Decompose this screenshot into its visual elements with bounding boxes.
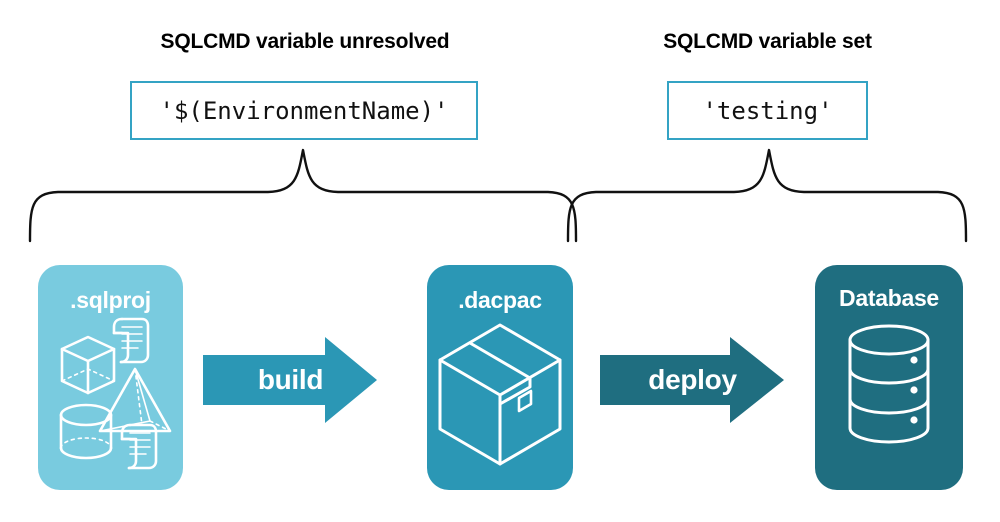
scroll-icon: [120, 423, 158, 470]
cylinder-icon: [59, 403, 113, 460]
card-sqlproj-label: .sqlproj: [70, 287, 151, 313]
section-heading-set: SQLCMD variable set: [663, 30, 872, 53]
section-heading-unresolved: SQLCMD variable unresolved: [160, 30, 450, 53]
package-box-icon: [438, 323, 562, 466]
card-sqlproj[interactable]: .sqlproj: [38, 265, 183, 490]
brace-right-icon: [566, 148, 968, 243]
database-cylinder-icon: [848, 324, 930, 444]
card-dacpac[interactable]: .dacpac: [427, 265, 573, 490]
scroll-icon: [112, 317, 150, 364]
cube-icon: [60, 335, 116, 395]
code-value-box-set: 'testing': [667, 81, 868, 140]
card-dacpac-artwork: [427, 317, 573, 487]
card-sqlproj-artwork: [38, 313, 183, 483]
pyramid-icon: [98, 367, 172, 433]
arrow-right-icon: [203, 337, 377, 423]
brace-left-icon: [28, 148, 578, 243]
arrow-build: [203, 335, 378, 430]
arrow-build-label: build: [257, 364, 324, 395]
brace-set-scope: [566, 148, 968, 248]
arrow-deploy-label: deploy: [648, 364, 737, 395]
code-value-box-unresolved: '$(EnvironmentName)': [130, 81, 478, 140]
arrow-deploy: [600, 335, 785, 430]
brace-unresolved-scope: [28, 148, 578, 248]
card-database-label: Database: [839, 285, 939, 311]
card-database-artwork: [815, 315, 963, 485]
arrow-right-icon: [600, 337, 784, 423]
card-dacpac-label: .dacpac: [458, 287, 542, 313]
card-database[interactable]: Database: [815, 265, 963, 490]
